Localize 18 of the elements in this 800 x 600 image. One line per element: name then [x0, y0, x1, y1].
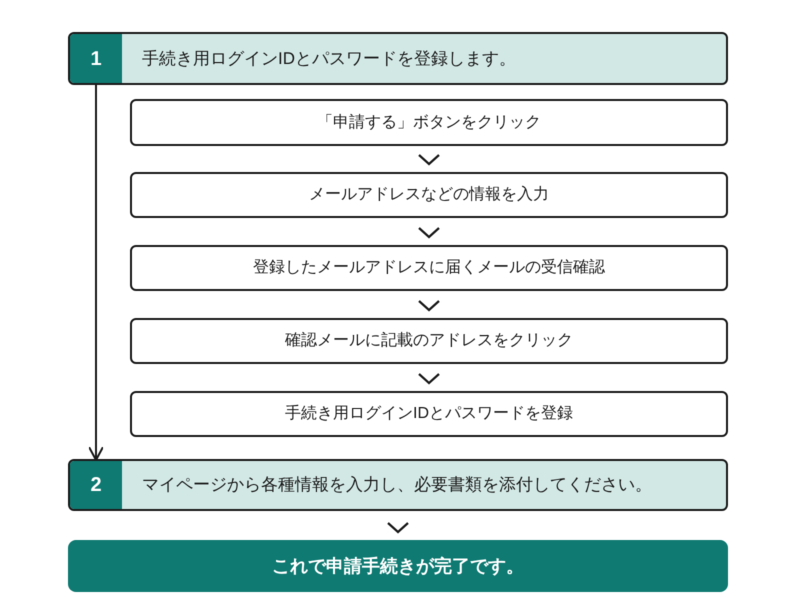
step-bar — [68, 32, 728, 85]
step-text: 手続き用ログインIDとパスワードを登録します。 — [141, 48, 516, 70]
step-text: マイページから各種情報を入力し、必要書類を添付してください。 — [141, 474, 652, 496]
step-number: 2 — [70, 461, 122, 509]
flow-arrow — [88, 85, 104, 461]
chevron-arrow — [418, 154, 440, 166]
substep-box: メールアドレスなどの情報を入力 — [130, 172, 728, 218]
chevron-arrow — [387, 522, 409, 534]
chevron-arrow — [418, 373, 440, 384]
step-number: 1 — [70, 34, 122, 83]
substep-box: 確認メールに記載のアドレスをクリック — [130, 318, 728, 364]
chevron-arrow — [418, 300, 440, 312]
chevron-arrow — [418, 227, 440, 238]
substep-box: 登録したメールアドレスに届くメールの受信確認 — [130, 245, 728, 291]
substep-box: 手続き用ログインIDとパスワードを登録 — [130, 391, 728, 437]
substep-box: 「申請する」ボタンをクリック — [130, 99, 728, 146]
completion-banner: これで申請手続きが完了です。 — [68, 540, 728, 592]
step-bar — [68, 459, 728, 511]
